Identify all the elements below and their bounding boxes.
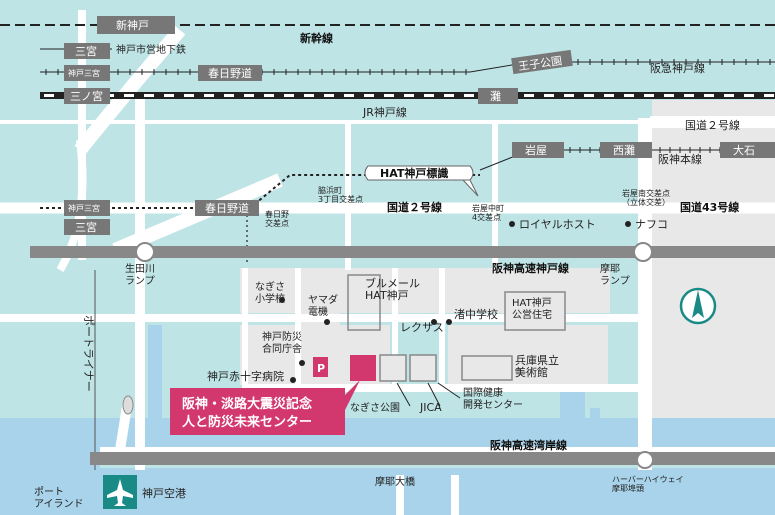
label-nagisa-junior: 渚中学校: [454, 307, 498, 321]
label-parking: P: [317, 362, 325, 375]
label-hat-housing: HAT神戸公営住宅: [512, 296, 552, 321]
station-kasugano-michi-hanshin: 春日野道: [205, 201, 249, 215]
label-port-liner: ポートライナー: [82, 315, 95, 392]
station-oishi: 大石: [733, 143, 755, 157]
label-nagisa-school: なぎさ小学校: [255, 280, 285, 305]
label-red-cross: 神戸赤十字病院: [207, 369, 284, 383]
label-crossing-4: 春日野交差点: [265, 209, 289, 228]
label-port-island: ポートアイランド: [34, 486, 84, 510]
label-maya-ramp: 摩耶ランプ: [600, 262, 630, 287]
label-maya-ohashi: 摩耶大橋: [375, 475, 415, 488]
hanshin-expressway-wangan: [90, 452, 775, 465]
station-sannomiya-jr: 三ノ宮: [70, 89, 103, 103]
label-art-museum: 兵庫県立美術館: [515, 353, 559, 379]
station-iwaya: 岩屋: [525, 143, 547, 157]
label-bousai: 神戸防災合同庁舎: [262, 330, 302, 355]
label-kobe-airport: 神戸空港: [142, 486, 186, 500]
label-route2: 国道２号線: [387, 200, 442, 214]
label-jr: JR神戸線: [362, 105, 407, 119]
airplane-icon: [103, 475, 137, 509]
station-nishinada: 西灘: [613, 144, 635, 157]
port-liner-bridge: [122, 395, 134, 415]
disaster-center-building: [350, 355, 376, 381]
station-kobe-sannomiya-hankyu: 神戸三宮: [68, 68, 100, 78]
station-sannomiya-subway: 三宮: [75, 44, 97, 58]
station-shin-kobe: 新神戸: [116, 18, 149, 32]
label-route2-top: 国道２号線: [685, 118, 740, 132]
label-ikutagawa-ramp: 生田川ランプ: [125, 262, 155, 287]
station-oji-koen: 王子公園: [518, 54, 563, 73]
label-hankyu: 阪急神戸線: [650, 61, 705, 75]
label-nafco: ナフコ: [635, 218, 668, 231]
maya-ramp-marker: [633, 242, 653, 262]
label-nagisa-park: なぎさ公園: [350, 401, 400, 414]
label-expressway-kobe: 阪神高速神戸線: [492, 261, 569, 275]
label-callout: 阪神・淡路大震災記念人と防災未来センター: [182, 396, 312, 430]
label-jica: JICA: [419, 401, 442, 414]
callout-box: [170, 380, 360, 435]
label-royal-host: ロイヤルホスト: [519, 218, 596, 231]
label-expressway-wangan: 阪神高速湾岸線: [490, 438, 567, 452]
label-shinkansen: 新幹線: [300, 31, 333, 45]
station-boxes: [64, 16, 775, 235]
label-crossing-3: 岩屋南交差点（立体交差）: [622, 188, 670, 207]
harbor-highway-marker: [636, 451, 654, 469]
station-kasugano-michi-hankyu: 春日野道: [208, 66, 252, 80]
pointer-lines: [396, 369, 520, 407]
label-route43: 国道43号線: [680, 200, 739, 214]
label-lexus: レクサス: [400, 321, 444, 334]
landmark-dots: [279, 221, 631, 383]
compass-icon: [679, 287, 717, 325]
label-health-center: 国際健康開発センター: [463, 386, 523, 411]
building-outlines: [347, 274, 566, 382]
parking-icon: [313, 357, 328, 377]
station-kobe-sannomiya-hanshin: 神戸三宮: [68, 203, 100, 213]
station-nada: 灘: [490, 90, 501, 103]
label-yamada: ヤマダ電機: [308, 293, 338, 318]
label-harbor-highway: ハーバーハイウェイ摩耶埠頭: [612, 475, 684, 493]
station-sannomiya-portliner: 三宮: [75, 220, 97, 234]
ikutagawa-ramp-marker: [135, 242, 155, 262]
label-hanshin-main: 阪神本線: [658, 152, 702, 166]
hanshin-expressway-kobe: [30, 246, 775, 258]
label-hat-sign: HAT神戸標識: [380, 166, 448, 180]
jr-line: [40, 92, 775, 99]
label-subway: 神戸市営地下鉄: [116, 43, 186, 56]
